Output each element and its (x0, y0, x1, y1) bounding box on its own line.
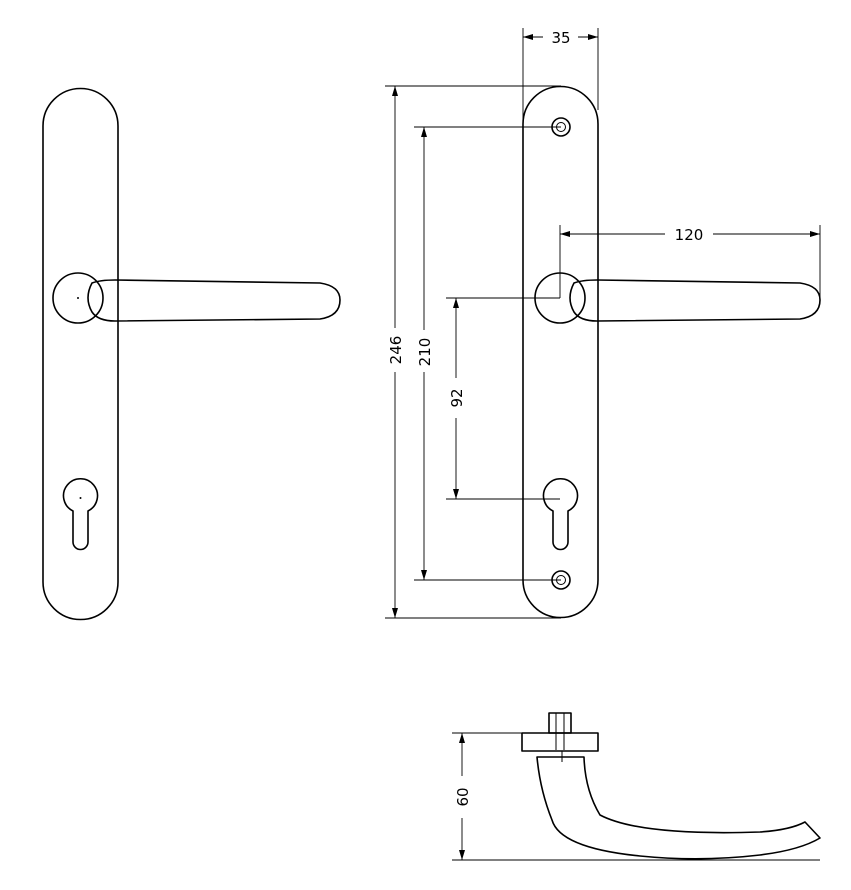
dimension-label-210: 210 (416, 338, 434, 367)
backplate-outline (522, 85, 599, 619)
euro-cylinder-cutout (542, 478, 579, 551)
dimension-projection: 60 (452, 732, 820, 861)
side-view: 60 (452, 712, 821, 861)
dimension-plate-height: 246 (385, 85, 561, 619)
dimension-plate-width: 35 (522, 28, 599, 124)
euro-cylinder-cutout (62, 478, 99, 551)
dimension-screw-centers: 210 (414, 126, 561, 581)
side-lever-body (536, 756, 821, 860)
front-view-dimensioned: 35 120 246 (385, 28, 821, 619)
rose-plate (521, 732, 599, 752)
lever-handle (87, 279, 341, 322)
dimension-label-60: 60 (454, 787, 472, 806)
front-view-plain (42, 87, 341, 621)
lever-center-dot (77, 297, 79, 299)
dimension-label-92: 92 (448, 388, 466, 407)
dimension-lever-length: 120 (559, 225, 821, 298)
lever-handle (569, 279, 821, 322)
dimension-label-246: 246 (387, 336, 405, 365)
backplate-outline (42, 87, 119, 621)
cylinder-center-dot (79, 497, 82, 499)
dimension-lever-to-cylinder: 92 (446, 297, 560, 500)
dimension-label-35: 35 (551, 29, 570, 47)
lever-rose (52, 272, 104, 324)
dimension-label-120: 120 (675, 226, 704, 244)
spindle-housing (548, 712, 572, 734)
